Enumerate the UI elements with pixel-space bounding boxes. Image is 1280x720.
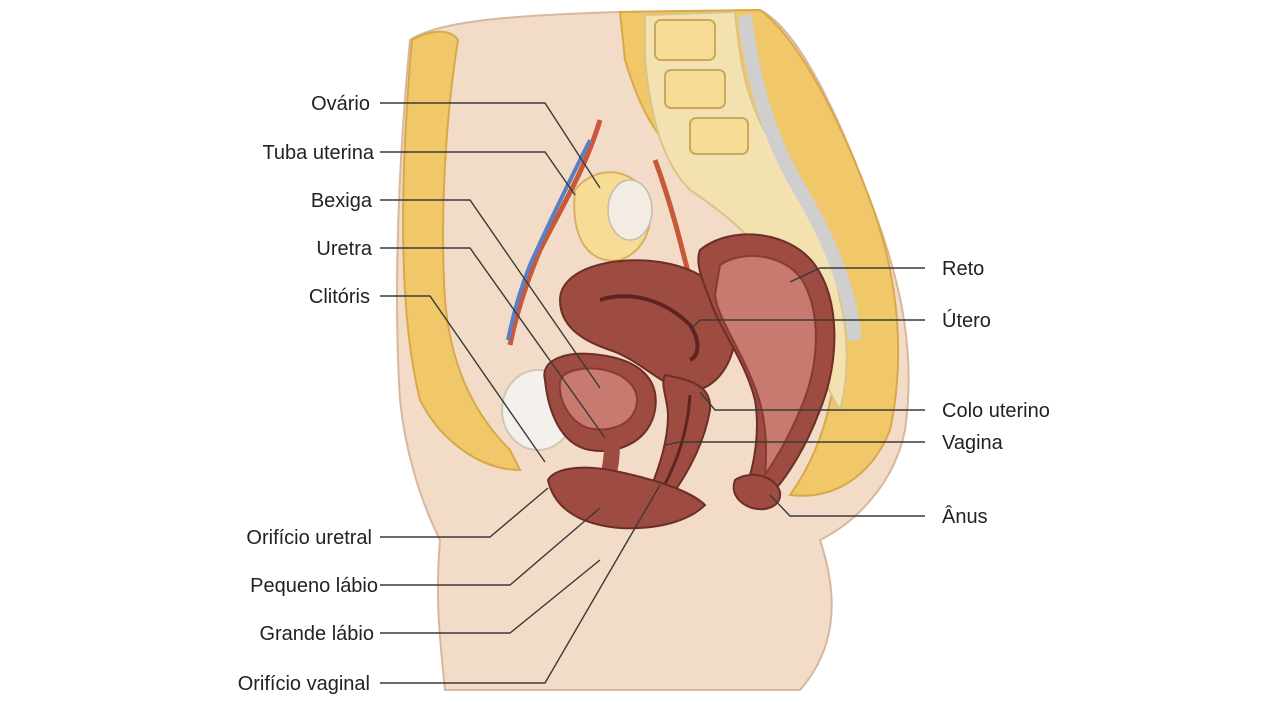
leader-lines xyxy=(380,102,925,684)
right-labels: Reto Útero Colo uterino Vagina Ânus xyxy=(942,258,1050,528)
vertebra-1 xyxy=(654,19,716,61)
label-orificio-vaginal: Orifício vaginal xyxy=(238,673,370,695)
label-orificio-uretral: Orifício uretral xyxy=(246,527,372,549)
bladder-lumen xyxy=(558,367,638,431)
label-bexiga: Bexiga xyxy=(311,190,373,212)
label-clitoris: Clitóris xyxy=(309,286,370,308)
leader-bexiga xyxy=(380,199,601,389)
label-vagina: Vagina xyxy=(942,432,1004,454)
ovarian-artery xyxy=(652,159,693,281)
label-anus: Ânus xyxy=(942,505,988,528)
label-pequeno-labio: Pequeno lábio xyxy=(250,575,378,597)
label-tuba-uterina: Tuba uterina xyxy=(262,142,374,164)
leader-orificio-vaginal xyxy=(380,484,661,684)
leader-ovario xyxy=(380,102,601,189)
spinal-canal xyxy=(738,14,862,341)
label-ovario: Ovário xyxy=(311,93,370,115)
uterine-cavity xyxy=(599,294,700,362)
rectum-lumen xyxy=(713,254,817,476)
label-colo-uterino: Colo uterino xyxy=(942,400,1050,422)
label-utero: Útero xyxy=(942,309,991,332)
leader-anus xyxy=(769,494,925,517)
anal-sphincter xyxy=(732,473,782,511)
leader-utero xyxy=(689,319,925,331)
leader-clitoris xyxy=(380,295,546,463)
ovary xyxy=(607,179,653,241)
leader-vagina xyxy=(664,441,925,446)
leader-uretra xyxy=(380,247,606,439)
vertebra-3 xyxy=(689,117,749,155)
leader-pequeno-labio xyxy=(380,507,601,586)
leader-orificio-uretral xyxy=(380,487,549,538)
vertebra-2 xyxy=(664,69,726,109)
leader-tuba-uterina xyxy=(380,151,576,196)
leader-grande-labio xyxy=(380,559,601,634)
leader-reto xyxy=(789,267,925,283)
label-uretra: Uretra xyxy=(316,238,372,260)
label-reto: Reto xyxy=(942,258,984,280)
label-grande-labio: Grande lábio xyxy=(259,623,374,645)
leader-colo-uterino xyxy=(699,391,925,411)
vaginal-canal xyxy=(660,394,692,491)
left-labels: Ovário Tuba uterina Bexiga Uretra Clitór… xyxy=(238,93,378,695)
uterine-vein xyxy=(506,139,592,341)
